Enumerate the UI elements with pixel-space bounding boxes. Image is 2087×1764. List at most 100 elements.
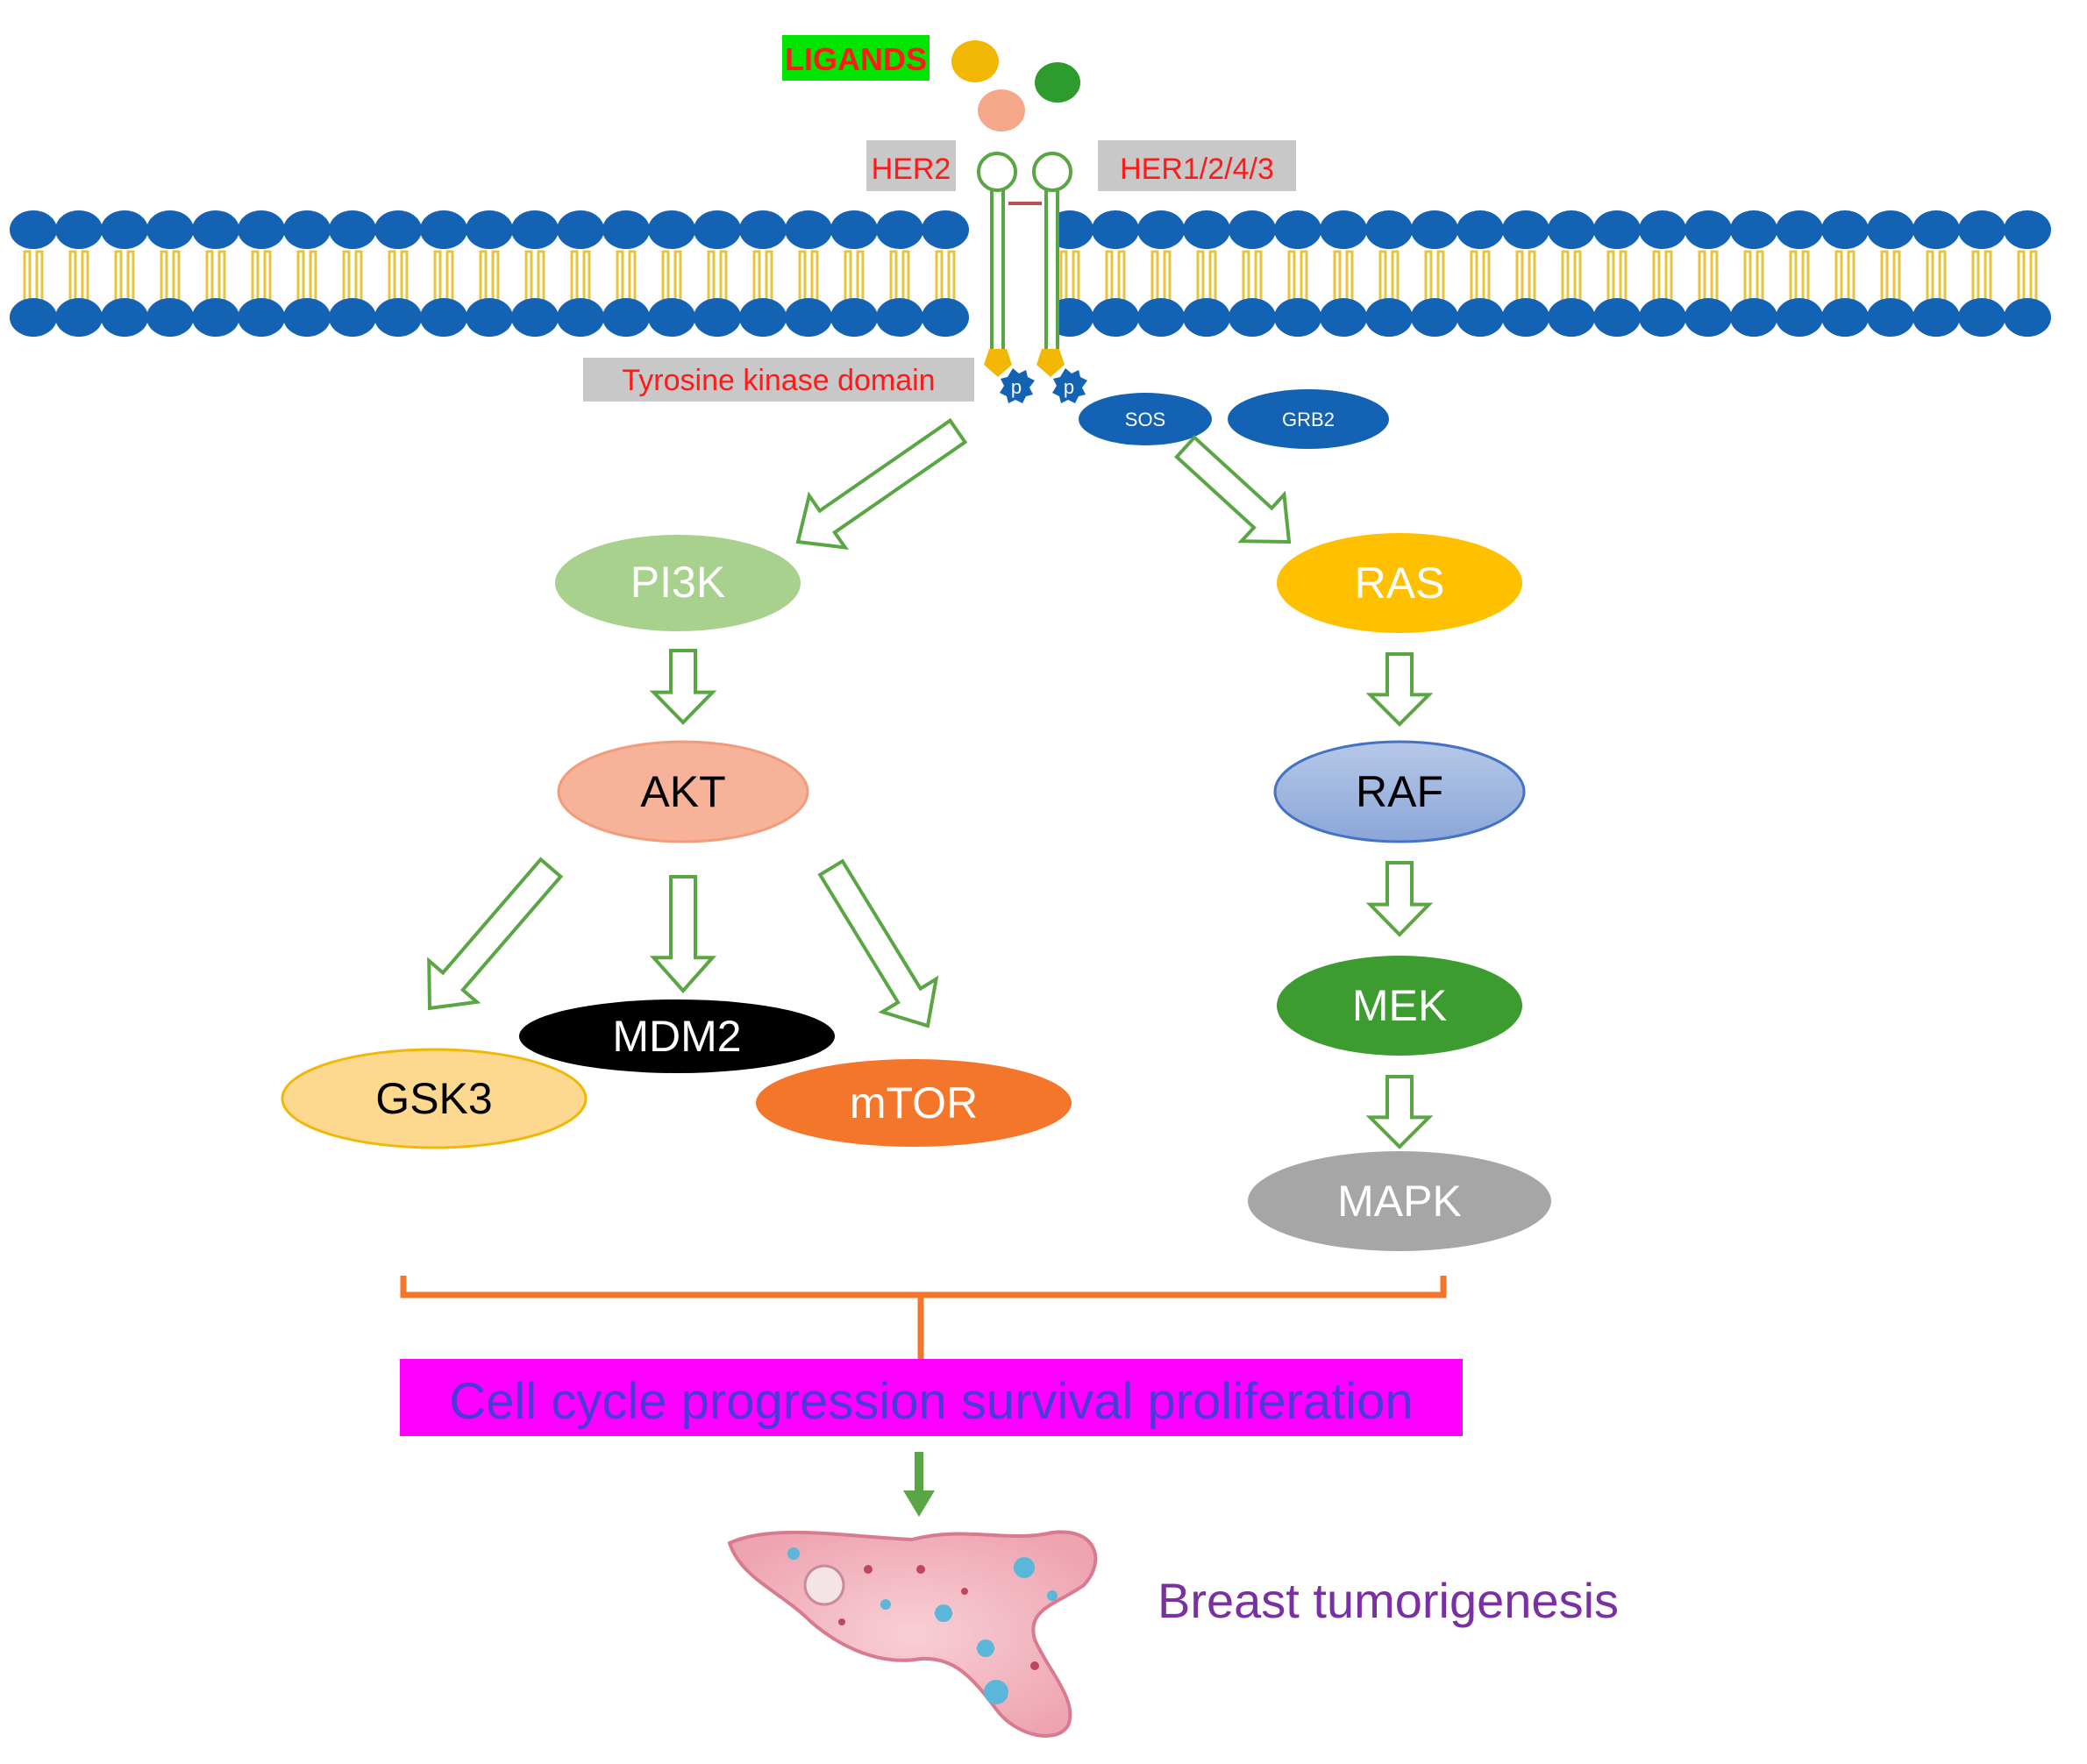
receptor-dimer: p p — [977, 152, 1087, 403]
phospholipid — [1457, 210, 1504, 337]
phospholipid — [1912, 210, 1960, 337]
arrow-pi3k-to-akt — [649, 649, 717, 725]
her2-label: HER2 — [872, 153, 951, 186]
phospholipid — [1183, 210, 1230, 337]
phospho-right-label: p — [1064, 376, 1074, 398]
phospholipid — [1092, 210, 1139, 337]
pi3k-label: PI3K — [630, 558, 725, 607]
her2-label-bg — [866, 140, 956, 191]
kinase-domain-right — [1036, 349, 1065, 377]
phospholipid — [192, 210, 239, 337]
convergence-bracket — [400, 1276, 1447, 1359]
phospholipid — [830, 210, 878, 337]
phospholipid — [283, 210, 331, 337]
ligand-green — [1035, 62, 1080, 103]
gsk3-node — [281, 1048, 588, 1149]
phospholipid — [1867, 210, 1914, 337]
ras-node — [1277, 533, 1522, 633]
arrow-raf-to-mek — [1365, 861, 1434, 937]
phospholipid — [1411, 210, 1458, 337]
phospholipid — [329, 210, 376, 337]
sos-label: SOS — [1125, 409, 1165, 430]
ras-label: RAS — [1355, 558, 1445, 608]
phospholipid — [876, 210, 923, 337]
her-partner-receptor-stem — [1044, 184, 1059, 368]
outcome-arrow — [903, 1452, 935, 1517]
arrow-ras-to-raf — [1365, 652, 1434, 727]
akt-node — [557, 740, 809, 843]
phospholipid — [420, 210, 467, 337]
her2-receptor-stem — [990, 184, 1005, 368]
phospholipid — [1821, 210, 1869, 337]
ligands-label-bg — [782, 35, 930, 81]
grb2-label: GRB2 — [1282, 409, 1335, 430]
phospholipid — [1137, 210, 1185, 337]
cell-membrane — [10, 210, 2051, 337]
ligands-label: LIGANDS — [785, 41, 927, 77]
ligands: LIGANDS — [782, 35, 1080, 132]
phospholipid — [1958, 210, 2005, 337]
phospholipid — [2004, 210, 2051, 337]
arrow-sos-to-ras — [1174, 435, 1292, 544]
outcome-label: Cell cycle progression survival prolifer… — [449, 1373, 1413, 1430]
kinase-label: Tyrosine kinase domain — [622, 364, 935, 397]
phospho-left: p — [1000, 368, 1035, 403]
phospholipid — [1730, 210, 1777, 337]
mapk-node — [1248, 1151, 1551, 1251]
phospholipid — [648, 210, 695, 337]
phospho-left-label: p — [1011, 376, 1022, 398]
tumor-cell-image — [727, 1530, 1098, 1738]
arrow-akt-to-mdm2 — [649, 875, 717, 994]
result-label: Breast tumorigenesis — [1157, 1573, 1619, 1628]
phospholipid — [146, 210, 194, 337]
phospholipid — [922, 210, 969, 337]
ligand-peach — [978, 89, 1025, 132]
mek-node — [1277, 956, 1522, 1056]
pi3k-node — [555, 535, 801, 631]
phospho-right: p — [1052, 368, 1087, 403]
phospholipid — [602, 210, 650, 337]
mtor-label: mTOR — [850, 1078, 978, 1127]
phospholipid — [1365, 210, 1413, 337]
phospholipid — [557, 210, 604, 337]
mdm2-node — [519, 999, 835, 1073]
phospholipid — [1502, 210, 1549, 337]
raf-label: RAF — [1356, 767, 1443, 816]
pathway-arrows — [427, 417, 1434, 1149]
phospholipid — [739, 210, 787, 337]
phospholipid — [1776, 210, 1823, 337]
sos-node — [1079, 393, 1212, 445]
arrow-receptor-to-pi3k — [795, 417, 968, 551]
her2-receptor-head — [977, 152, 1017, 192]
phospholipid — [55, 210, 103, 337]
phospholipid — [1593, 210, 1641, 337]
phospholipid — [1639, 210, 1686, 337]
grb2-node — [1228, 389, 1389, 449]
phospholipid — [1320, 210, 1367, 337]
her-partner-receptor-head — [1032, 152, 1072, 192]
mdm2-label: MDM2 — [612, 1012, 741, 1061]
phospholipid — [511, 210, 559, 337]
mek-label: MEK — [1352, 981, 1447, 1030]
her-family-label-bg — [1098, 140, 1296, 191]
phospholipid — [10, 210, 57, 337]
phospholipid — [466, 210, 513, 337]
kinase-label-bg — [583, 358, 974, 402]
mtor-node — [756, 1059, 1072, 1147]
phospholipid — [1685, 210, 1732, 337]
raf-node — [1273, 740, 1526, 843]
her-family-label: HER1/2/4/3 — [1120, 153, 1274, 186]
mapk-label: MAPK — [1337, 1177, 1462, 1226]
phospholipid — [1548, 210, 1595, 337]
outcome-box — [400, 1359, 1463, 1436]
gsk3-label: GSK3 — [375, 1074, 492, 1123]
phospholipid — [785, 210, 832, 337]
arrow-akt-to-mtor — [817, 858, 939, 1028]
phospholipid — [694, 210, 741, 337]
arrow-mek-to-mapk — [1365, 1075, 1434, 1149]
akt-label: AKT — [640, 767, 725, 816]
kinase-domain-left — [984, 349, 1012, 377]
phospholipid — [1274, 210, 1321, 337]
phospholipid — [238, 210, 285, 337]
